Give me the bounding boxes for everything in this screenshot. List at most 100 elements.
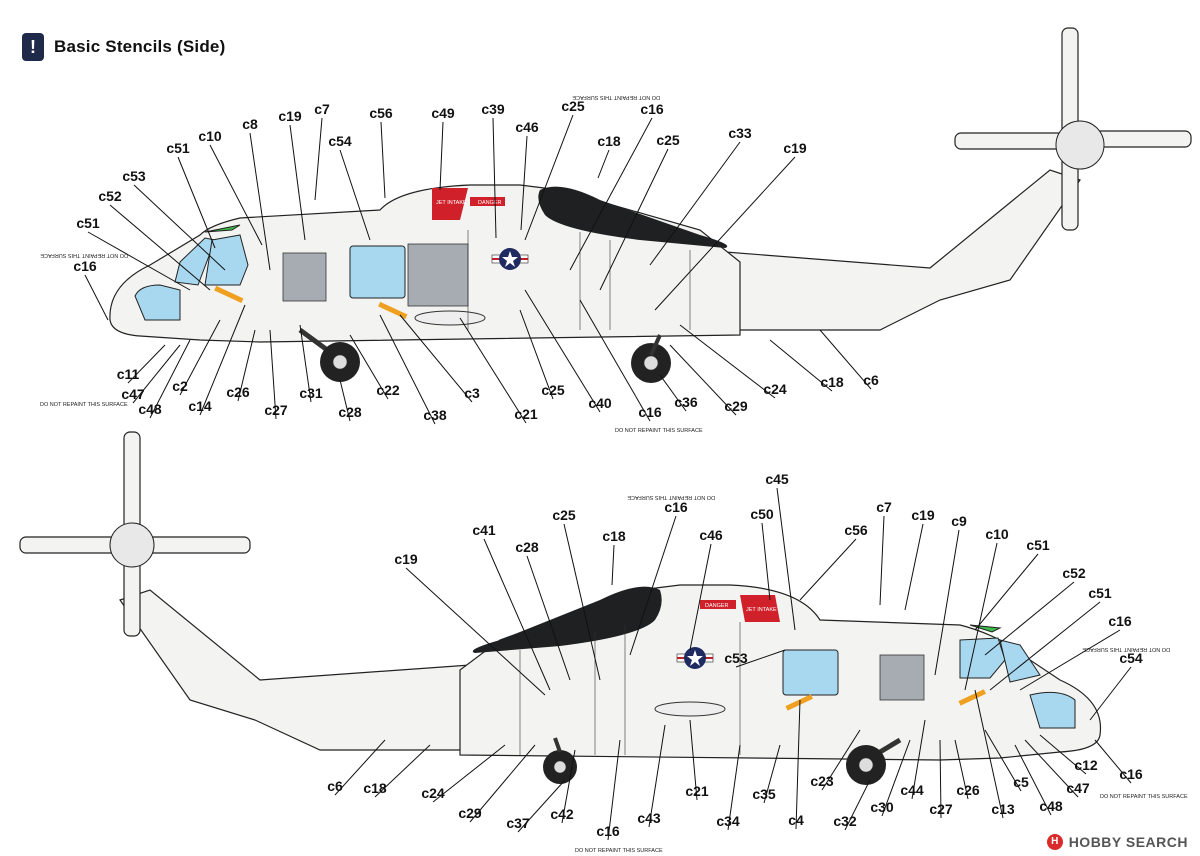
- top-leader-c26: [237, 329, 256, 402]
- top-callout-c53: c53: [122, 168, 146, 184]
- top-callout-c31: c31: [299, 385, 323, 401]
- bottom-callout-c53: c53: [724, 650, 748, 666]
- top-callout-c54: c54: [328, 133, 352, 149]
- bottom-leader-c37: [517, 779, 566, 833]
- windshield-2-top: [204, 234, 249, 286]
- exhaust-dark-paint-bottom: [472, 586, 662, 653]
- exhaust-dark-paint-top: [538, 186, 728, 248]
- bottom-leader-c51: [974, 553, 1039, 631]
- top-leader-c54: [339, 149, 371, 241]
- bottom-callout-c13: c13: [991, 801, 1015, 817]
- bottom-leader-c43: [648, 724, 666, 828]
- top-leader-c40: [524, 289, 601, 413]
- fuel-tank-bottom: [654, 701, 726, 717]
- top-leader-c2: [179, 319, 221, 396]
- top-callout-c48: c48: [138, 401, 162, 417]
- bottom-callout-c35: c35: [752, 786, 776, 802]
- bottom-leader-c12: [1039, 734, 1087, 775]
- bottom-callout-c37: c37: [506, 815, 530, 831]
- top-leader-c16: [579, 299, 651, 422]
- top-leader-c3: [399, 314, 473, 403]
- top-callout-c36: c36: [674, 394, 698, 410]
- top-callout-c16: c16: [638, 404, 662, 420]
- helicopter-bottom-view: JET INTAKE DANGER: [19, 431, 1102, 785]
- bottom-callout-c42: c42: [550, 806, 574, 822]
- bottom-leader-c16: [1094, 739, 1132, 784]
- bottom-leader-c53: [735, 649, 786, 668]
- bottom-leader-c16: [629, 515, 677, 656]
- top-leader-c18: [769, 339, 833, 392]
- national-insignia-bottom: [676, 647, 714, 669]
- top-leader-c16: [569, 117, 653, 271]
- bottom-callout-c30: c30: [870, 799, 894, 815]
- bottom-leader-c16: [607, 739, 621, 841]
- bottom-leader-c48: [1014, 744, 1052, 816]
- leader-lines: [84, 114, 1132, 841]
- fuel-tank-top: [414, 310, 486, 326]
- top-callout-c39: c39: [481, 101, 505, 117]
- canopy-green-strip-top: [204, 224, 241, 233]
- top-leader-c22: [349, 334, 389, 400]
- top-leader-c21: [459, 317, 527, 424]
- stencil-text: DO NOT REPAINT THIS SURFACE: [615, 428, 703, 434]
- bottom-callout-c21: c21: [685, 783, 709, 799]
- landing-gear-bottom: [543, 737, 902, 785]
- top-leader-c25: [599, 148, 669, 291]
- top-callout-c10: c10: [198, 128, 222, 144]
- top-callout-c22: c22: [376, 382, 400, 398]
- bottom-callout-c47: c47: [1066, 780, 1090, 796]
- top-leader-c24: [679, 324, 776, 399]
- bottom-callout-c16: c16: [664, 499, 688, 515]
- bottom-leader-c21: [689, 719, 698, 801]
- top-leader-c7: [314, 117, 323, 201]
- top-leader-c31: [299, 324, 312, 403]
- bottom-callout-c4: c4: [788, 812, 804, 828]
- top-leader-c19: [289, 124, 306, 241]
- top-leader-c8: [249, 132, 271, 271]
- top-callout-c18: c18: [597, 133, 621, 149]
- bottom-leader-c46: [689, 543, 712, 651]
- top-leader-c10: [209, 144, 263, 246]
- bottom-callout-c46: c46: [699, 527, 723, 543]
- bottom-callout-c19: c19: [394, 551, 418, 567]
- top-leader-c18: [597, 149, 610, 179]
- bottom-callout-c26: c26: [956, 782, 980, 798]
- bottom-leader-c28: [526, 555, 571, 681]
- top-callout-c46: c46: [515, 119, 539, 135]
- bottom-callout-c51: c51: [1026, 537, 1050, 553]
- bottom-callout-c7: c7: [876, 499, 892, 515]
- bottom-callout-c52: c52: [1062, 565, 1086, 581]
- bottom-leader-c18: [374, 744, 431, 798]
- top-callout-c7: c7: [314, 101, 330, 117]
- top-leader-c39: [492, 117, 497, 239]
- helicopter-top-view: JET INTAKE DANGER: [109, 27, 1192, 383]
- top-callout-c51: c51: [76, 215, 100, 231]
- bottom-leader-c4: [795, 699, 801, 830]
- bottom-callout-c16: c16: [596, 823, 620, 839]
- grey-plate-2-top: [407, 243, 469, 307]
- bottom-leader-c56: [799, 538, 857, 601]
- bottom-callout-c34: c34: [716, 813, 740, 829]
- danger-text-top: DANGER: [478, 200, 502, 206]
- bottom-callout-c18: c18: [363, 780, 387, 796]
- danger-bar-top: [470, 197, 505, 206]
- watermark: H HOBBY SEARCH: [1046, 834, 1188, 850]
- bottom-callout-c29: c29: [458, 805, 482, 821]
- bottom-leader-c25: [563, 523, 601, 681]
- bottom-callout-c16: c16: [1119, 766, 1143, 782]
- bottom-leader-c24: [432, 744, 506, 803]
- grey-plate-1-top: [282, 252, 327, 302]
- bottom-leader-c10: [964, 542, 998, 691]
- landing-gear-top: [298, 327, 671, 383]
- bottom-leader-c41: [483, 538, 551, 691]
- bottom-callout-c45: c45: [765, 471, 789, 487]
- danger-bar-bottom: [700, 600, 736, 609]
- stencil-text: DO NOT REPAINT THIS SURFACE: [40, 252, 128, 258]
- jet-intake-marking-bottom: [740, 595, 780, 622]
- bottom-callout-c12: c12: [1074, 757, 1098, 773]
- grey-plate-bottom: [879, 654, 925, 701]
- top-callout-c51: c51: [166, 140, 190, 156]
- page-title: Basic Stencils (Side): [54, 37, 226, 56]
- top-callout-c3: c3: [464, 385, 480, 401]
